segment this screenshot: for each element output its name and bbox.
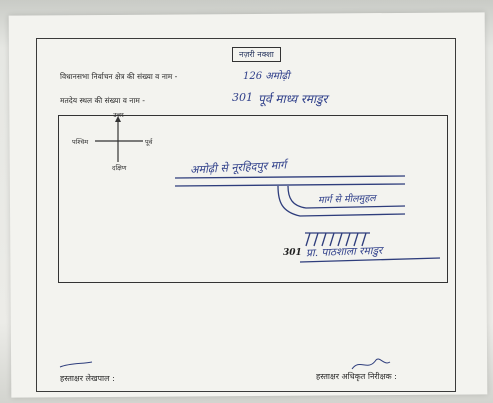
main-road-line-bottom: [174, 183, 406, 187]
inspector-signature-label: हस्ताक्षर अधिकृत निरीक्षक :: [316, 372, 397, 381]
map-box: [58, 115, 448, 283]
hatch-4: [329, 232, 335, 247]
compass-east-label: पूर्व: [145, 138, 153, 146]
signature-lekhpal: [59, 361, 93, 368]
lekhpal-signature-label: हस्ताक्षर लेखपाल :: [60, 374, 115, 383]
hatch-2: [313, 232, 319, 247]
north-arrow-icon: [115, 116, 121, 122]
hatch-7: [353, 232, 359, 247]
booth-name-label: प्रा. पाठशाला रमाडुर: [305, 244, 383, 260]
polling-station-label: मतदेय स्थल की संख्या व नाम -: [60, 96, 145, 105]
constituency-value: 126 अमोढ़ी: [243, 71, 290, 82]
signature-inspector: [351, 358, 391, 370]
branch-road-label: मार्ग से मीलमुहल: [317, 192, 376, 207]
constituency-label: विधानसभा निर्वाचन क्षेत्र की संख्या व ना…: [60, 72, 178, 81]
hatch-6: [345, 232, 351, 247]
compass-north-label: उत्तर: [113, 111, 124, 119]
hatch-3: [321, 232, 327, 247]
main-road-line-top: [174, 175, 406, 179]
polling-station-name: पूर्व माध्य रमाडुर: [258, 92, 328, 106]
polling-station-number: 301: [232, 91, 253, 104]
hatch-8: [361, 232, 367, 247]
compass-south-label: दक्षिण: [112, 164, 127, 172]
hatch-1: [305, 232, 311, 247]
hatch-5: [337, 232, 343, 247]
document-title: नज़री नक्शा: [232, 47, 281, 62]
booth-number-label: 301: [283, 248, 302, 258]
document-frame: [36, 38, 456, 392]
compass-west-label: पश्चिम: [72, 138, 89, 146]
branch-road-inner: [287, 185, 406, 209]
branch-road-outer: [277, 185, 406, 217]
booth-underline: [299, 257, 441, 263]
